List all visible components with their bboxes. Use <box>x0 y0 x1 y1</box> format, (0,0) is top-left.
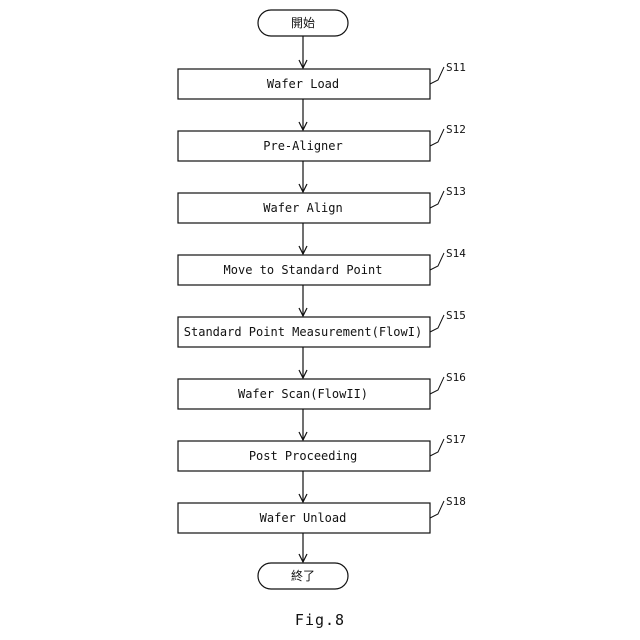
step-id-label: S13 <box>446 185 466 198</box>
end-terminator: 終了 <box>258 563 348 589</box>
process-label: Pre-Aligner <box>263 139 342 153</box>
start-terminator: 開始 <box>258 10 348 36</box>
step-id-label: S16 <box>446 371 466 384</box>
process-label: Wafer Unload <box>260 511 347 525</box>
step-id-label: S18 <box>446 495 466 508</box>
step-id-label: S14 <box>446 247 466 260</box>
step-leader-line <box>430 377 444 394</box>
process-step-s12: Pre-Aligner S12 <box>178 123 466 161</box>
process-label: Post Proceeding <box>249 449 357 463</box>
step-leader-line <box>430 501 444 518</box>
process-step-s11: Wafer Load S11 <box>178 61 466 99</box>
process-label: Wafer Scan(FlowII) <box>238 387 368 401</box>
process-label: Wafer Align <box>263 201 342 215</box>
step-id-label: S12 <box>446 123 466 136</box>
step-leader-line <box>430 129 444 146</box>
step-leader-line <box>430 439 444 456</box>
process-step-s18: Wafer Unload S18 <box>178 495 466 533</box>
step-leader-line <box>430 191 444 208</box>
step-id-label: S17 <box>446 433 466 446</box>
step-id-label: S15 <box>446 309 466 322</box>
process-label: Wafer Load <box>267 77 339 91</box>
step-leader-line <box>430 253 444 270</box>
step-id-label: S11 <box>446 61 466 74</box>
start-label: 開始 <box>291 16 315 30</box>
process-step-s15: Standard Point Measurement(FlowI) S15 <box>178 309 466 347</box>
process-step-s16: Wafer Scan(FlowII) S16 <box>178 371 466 409</box>
end-label: 終了 <box>291 568 315 583</box>
step-leader-line <box>430 67 444 84</box>
process-label: Standard Point Measurement(FlowI) <box>184 325 422 339</box>
process-step-s13: Wafer Align S13 <box>178 185 466 223</box>
process-step-s17: Post Proceeding S17 <box>178 433 466 471</box>
figure-caption: Fig.8 <box>0 611 640 629</box>
process-label: Move to Standard Point <box>224 263 383 277</box>
process-step-s14: Move to Standard Point S14 <box>178 247 466 285</box>
step-leader-line <box>430 315 444 332</box>
